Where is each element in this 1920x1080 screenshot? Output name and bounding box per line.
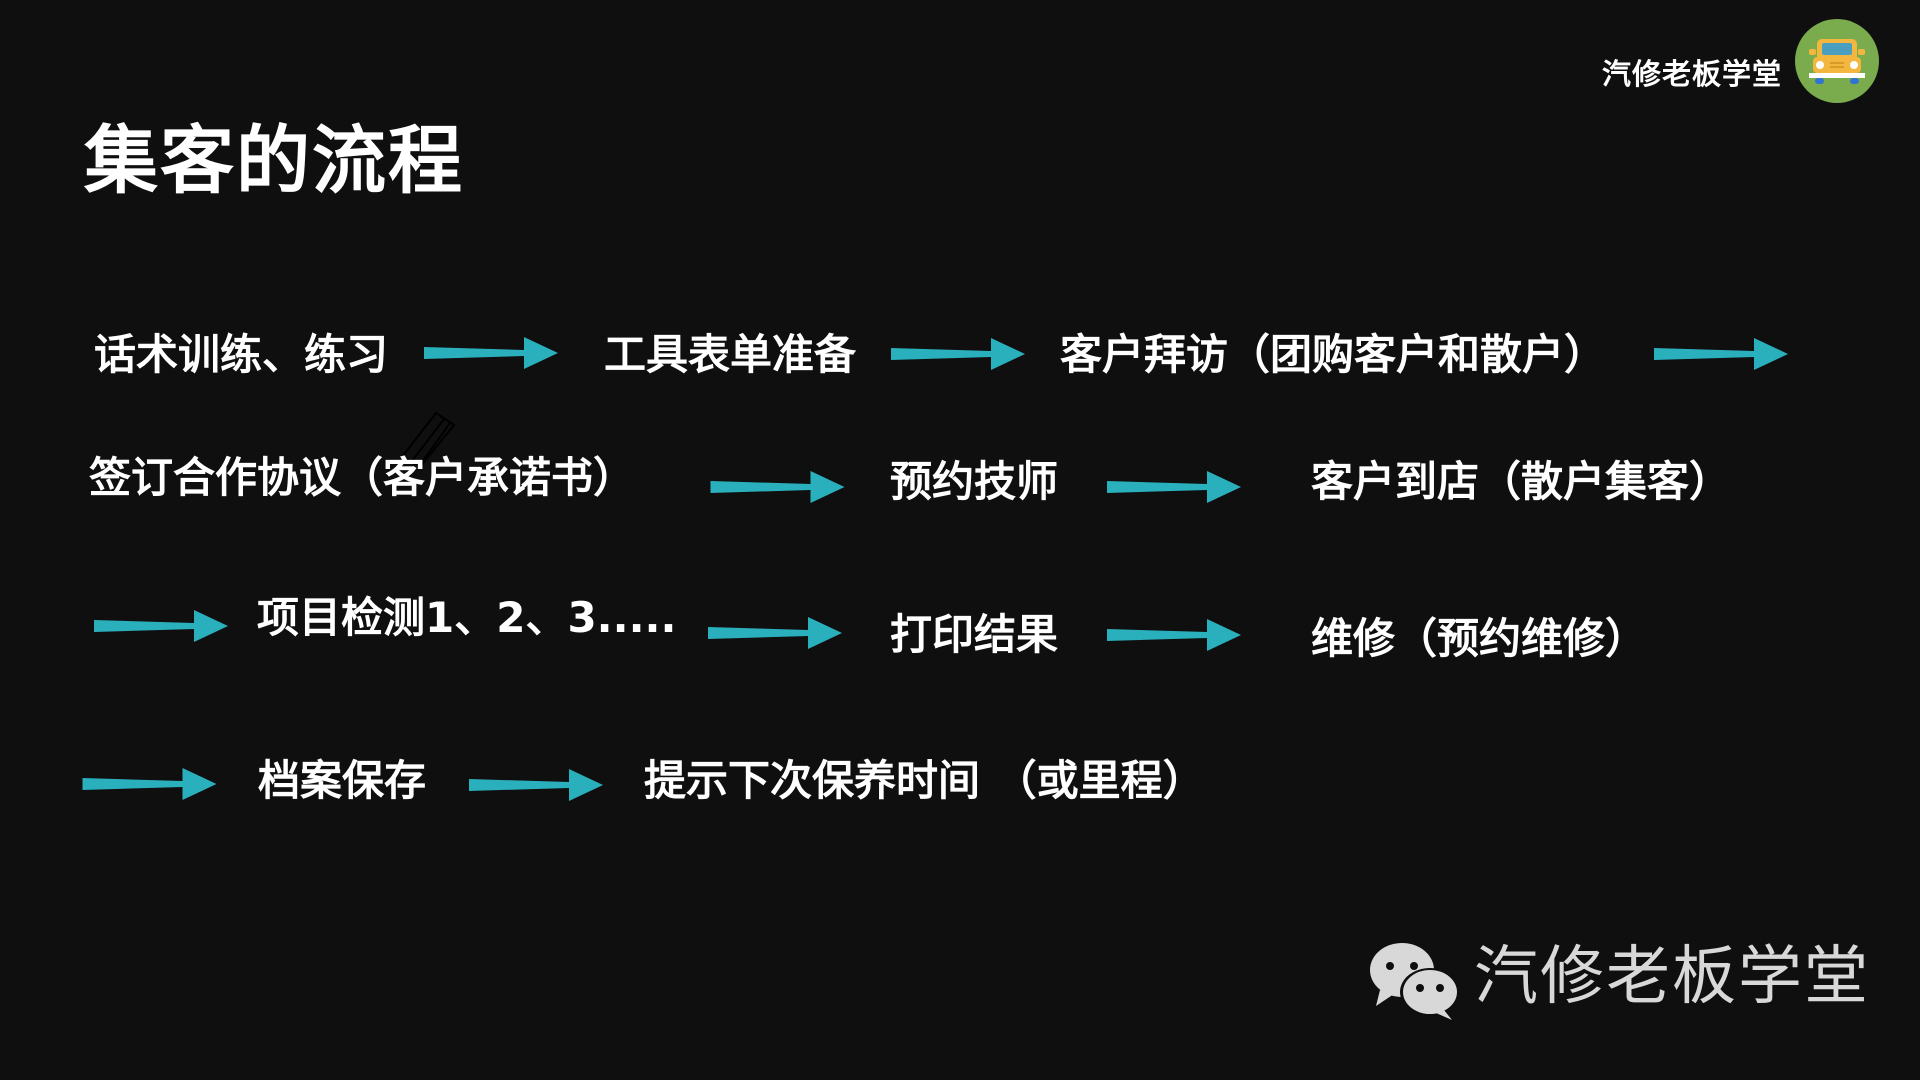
step-customer-arrival: 客户到店（散户集客） xyxy=(1311,457,1732,506)
arrow-right-icon xyxy=(469,769,603,801)
arrow-right-icon xyxy=(82,768,217,800)
arrow-right-icon xyxy=(1107,471,1241,503)
arrow-right-icon xyxy=(710,471,845,503)
arrow-right-icon xyxy=(708,617,842,649)
step-print-results: 打印结果 xyxy=(890,610,1059,659)
step-book-technician: 预约技师 xyxy=(890,457,1059,506)
slide-title: 集客的流程 xyxy=(84,118,464,204)
step-sign-agreement: 签订合作协议（客户承诺书） xyxy=(89,453,636,502)
step-repair: 维修（预约维修） xyxy=(1311,614,1648,663)
arrow-right-icon xyxy=(424,337,558,369)
footer-brand-text: 汽修老板学堂 xyxy=(1474,940,1870,1014)
car-icon xyxy=(1795,19,1879,103)
pencil-icon xyxy=(400,411,456,465)
step-inspection: 项目检测1、2、3..... xyxy=(257,593,677,642)
wechat-icon xyxy=(1370,943,1460,1020)
step-tool-forms: 工具表单准备 xyxy=(604,330,857,379)
step-next-service-reminder: 提示下次保养时间 （或里程） xyxy=(644,756,1205,805)
arrow-right-icon xyxy=(94,610,228,642)
arrow-right-icon xyxy=(1107,619,1241,651)
arrow-right-icon xyxy=(1654,338,1788,370)
step-speech-training: 话术训练、练习 xyxy=(94,330,389,379)
arrow-right-icon xyxy=(891,338,1025,370)
step-archive: 档案保存 xyxy=(258,756,427,805)
brand-name: 汽修老板学堂 xyxy=(1602,57,1783,91)
step-customer-visit: 客户拜访（团购客户和散户） xyxy=(1060,330,1607,379)
